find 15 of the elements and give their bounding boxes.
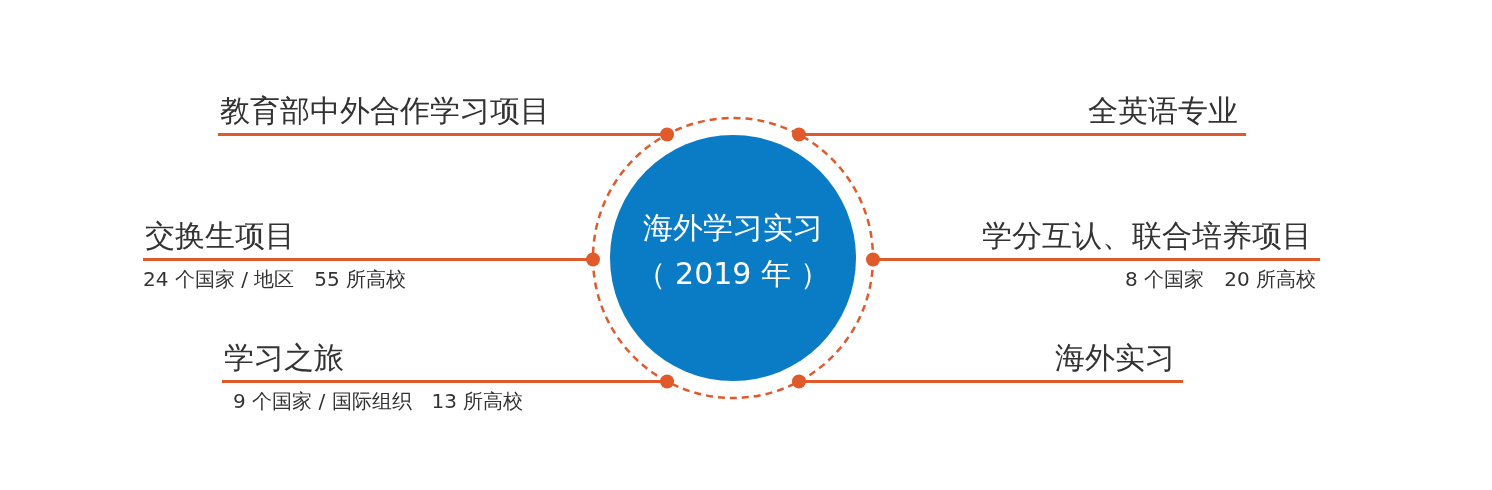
heading-text: 学习之旅 — [223, 341, 344, 374]
center-title: 海外学习实习 — [642, 209, 824, 247]
stat-text: 9 个国家 / 国际组织 — [233, 388, 412, 415]
heading-text: 海外实习 — [1055, 341, 1176, 374]
year-label: （ 2019 年 ） — [634, 255, 832, 293]
stat-text: 24 个国家 / 地区 — [143, 266, 295, 293]
stat-text: 55 所高校 — [314, 266, 407, 293]
stat-text: 13 所高校 — [431, 388, 524, 415]
stat-text: 8 个国家 — [1125, 266, 1205, 293]
heading-text: 交换生项目 — [144, 219, 295, 252]
heading-text: 全英语专业 — [1088, 94, 1239, 127]
circle-node — [591, 116, 875, 400]
stat-text: 20 所高校 — [1224, 266, 1316, 293]
heading-text: 学分互认、联合培养项目 — [982, 219, 1313, 252]
heading-text: 教育部中外合作学习项目 — [219, 94, 550, 127]
